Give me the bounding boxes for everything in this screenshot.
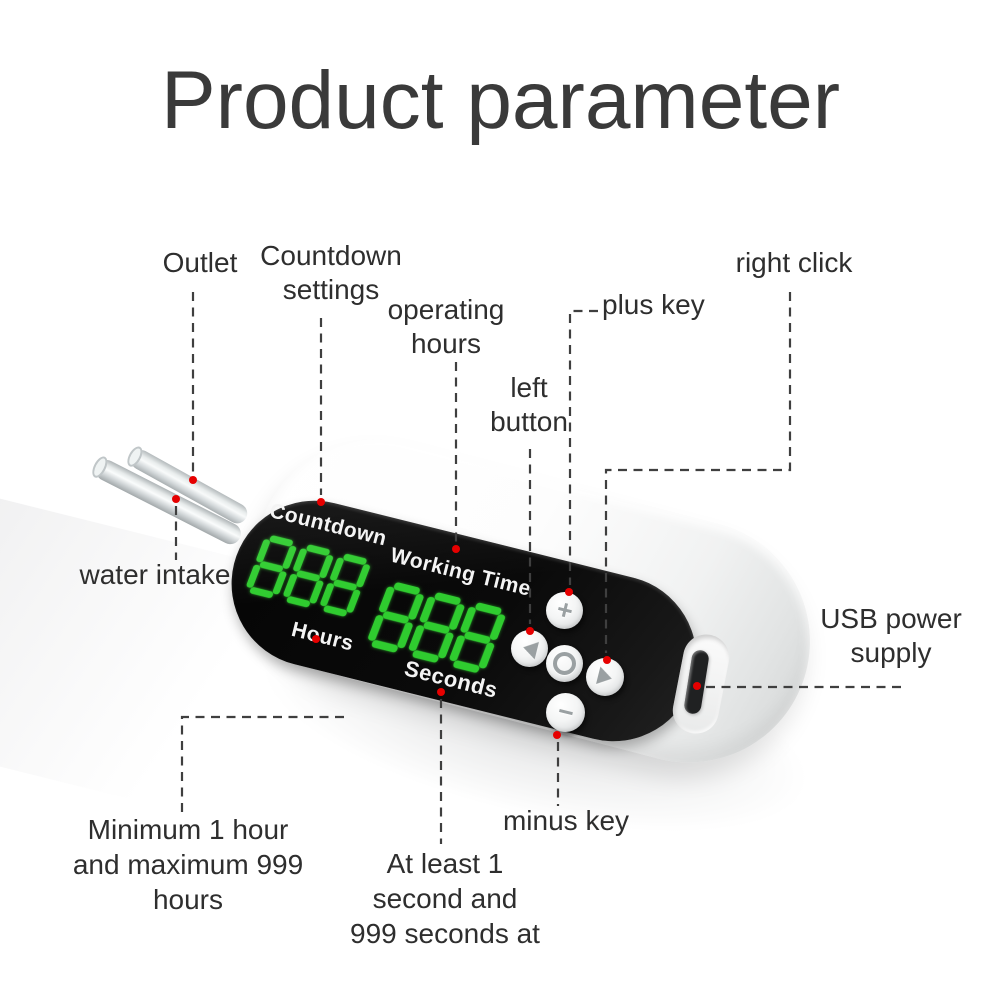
label-right-click: right click: [735, 247, 853, 278]
label-outlet: Outlet: [162, 247, 238, 278]
label-hours-range: Minimum 1 hour and maximum 999 hours: [72, 814, 304, 915]
marker-dot: [172, 495, 180, 503]
label-left-button: left button: [490, 372, 568, 437]
label-minus-key: minus key: [502, 805, 630, 836]
marker-dot: [452, 545, 460, 553]
marker-dot: [565, 588, 573, 596]
marker-dot: [189, 476, 197, 484]
marker-dot: [526, 627, 534, 635]
page-title: Product parameter: [160, 55, 841, 146]
label-plus-key: plus key: [602, 289, 705, 320]
label-water-intake: water intake: [79, 559, 231, 590]
right-click-line: [604, 292, 792, 653]
marker-dot: [317, 498, 325, 506]
label-operating-hours: operating hours: [387, 294, 505, 359]
marker-dot: [693, 682, 701, 690]
minus-button[interactable]: −: [546, 693, 585, 732]
plus-button[interactable]: +: [546, 592, 583, 629]
hours-range-line: [180, 715, 344, 812]
marker-dot: [603, 656, 611, 664]
label-seconds-range: At least 1 second and 999 seconds at: [350, 848, 540, 949]
circle-icon: [553, 652, 576, 675]
center-button[interactable]: [546, 645, 583, 682]
marker-dot: [437, 688, 445, 696]
marker-dot: [553, 731, 561, 739]
label-countdown-settings: Countdown settings: [260, 240, 402, 305]
left-button[interactable]: [511, 630, 548, 667]
label-usb-power: USB power supply: [820, 603, 962, 668]
marker-dot: [312, 635, 320, 643]
plus-key-line: [568, 309, 598, 585]
right-button[interactable]: [586, 658, 624, 696]
